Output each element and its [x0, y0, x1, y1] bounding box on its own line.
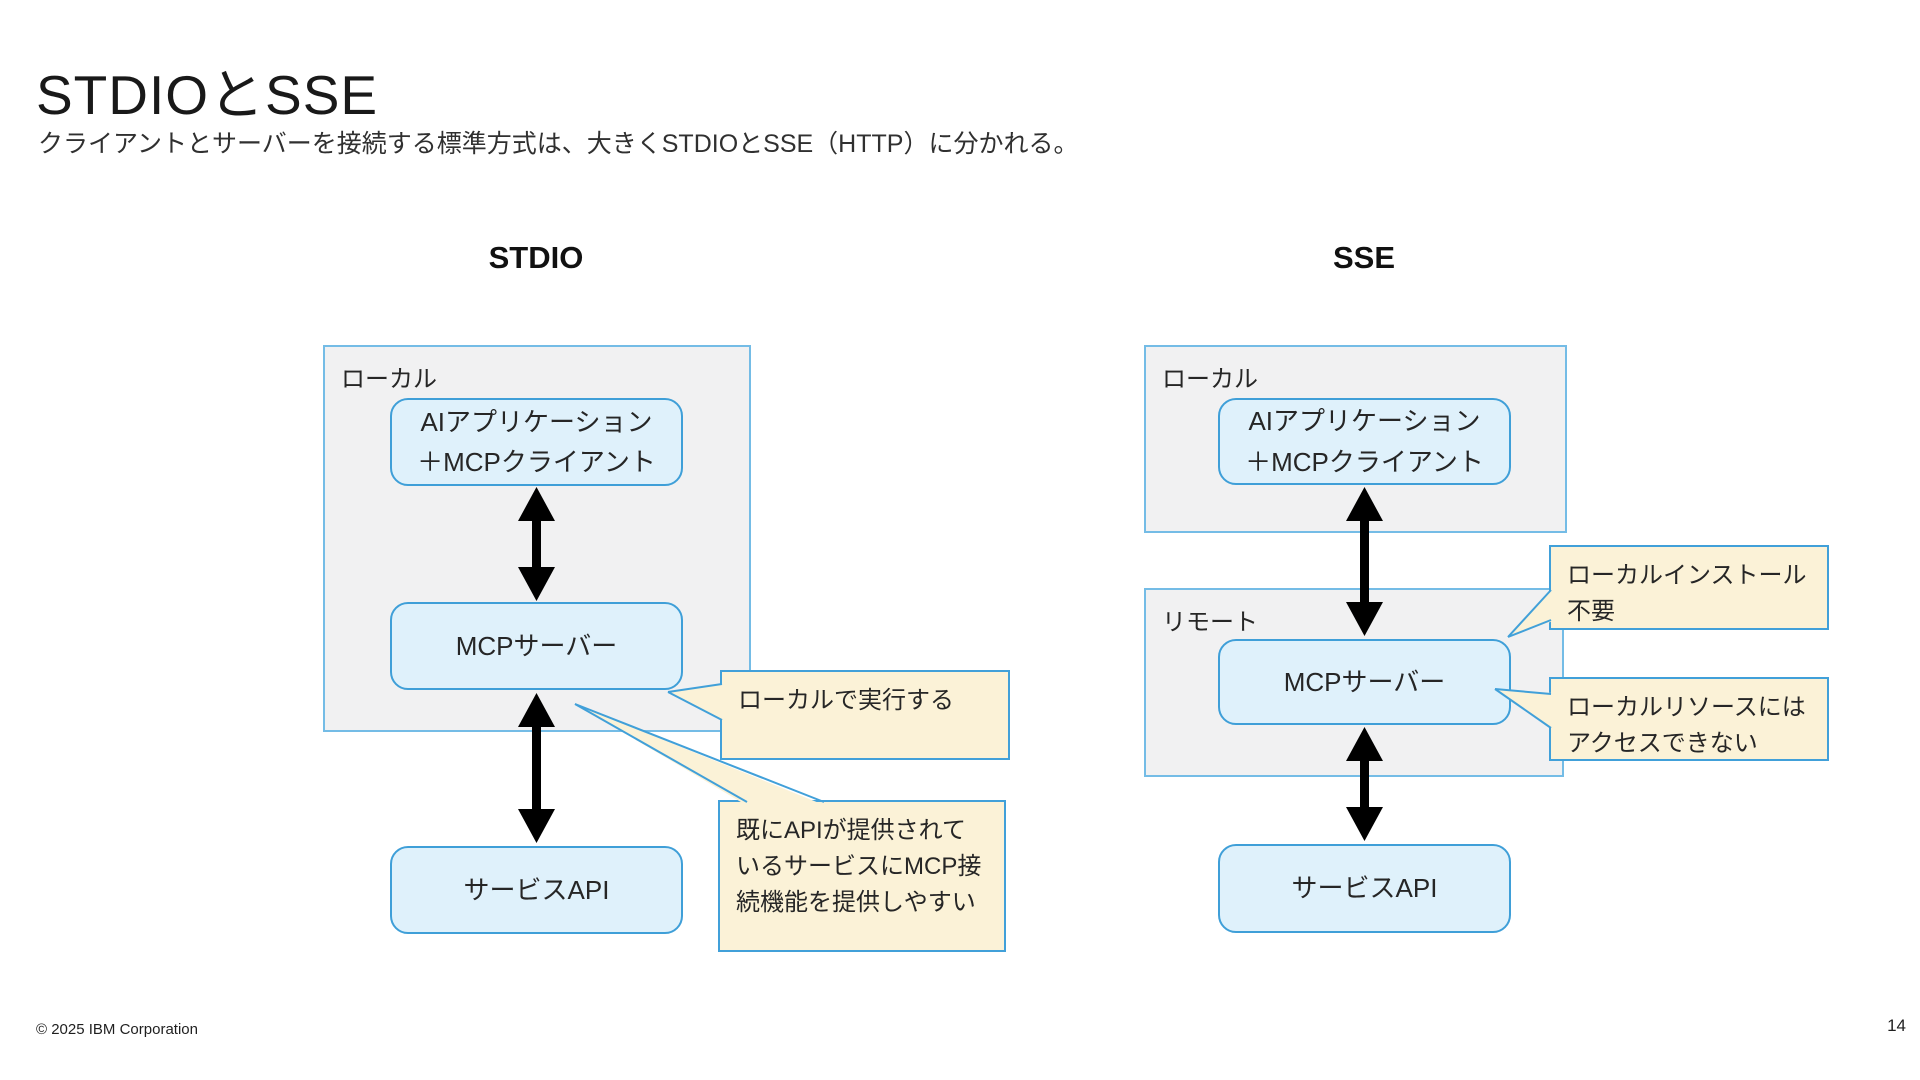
sse-ai-app-line1: AIアプリケーション — [1248, 406, 1481, 437]
sse-mcp-server-node: MCPサーバー — [1218, 639, 1511, 725]
callout-existing-api-line3: 続機能を提供しやすい — [736, 889, 976, 916]
sse-mcp-server-label: MCPサーバー — [1283, 666, 1446, 697]
stdio-local-group-label: ローカル — [341, 366, 437, 393]
sse-ai-app-node: AIアプリケーション ＋MCPクライアント — [1218, 398, 1511, 485]
stdio-ai-app-node: AIアプリケーション ＋MCPクライアント — [390, 398, 683, 486]
callout-run-local: ローカルで実行する — [720, 670, 1010, 760]
stdio-ai-app-line1: AIアプリケーション — [420, 406, 653, 437]
callout-no-install-line2: 不要 — [1567, 598, 1615, 625]
page-title: STDIOとSSE — [36, 64, 379, 126]
callout-existing-api: 既にAPIが提供されて いるサービスにMCP接 続機能を提供しやすい — [718, 800, 1006, 952]
callout-existing-api-line1: 既にAPIが提供されて — [736, 817, 966, 844]
callout-no-local-resource: ローカルリソースには アクセスできない — [1549, 677, 1829, 761]
page-number: 14 — [1887, 1016, 1906, 1035]
sse-service-api-node: サービスAPI — [1218, 844, 1511, 933]
stdio-mcp-server-node: MCPサーバー — [390, 602, 683, 690]
sse-service-api-label: サービスAPI — [1291, 873, 1438, 904]
callout-existing-api-line2: いるサービスにMCP接 — [736, 853, 982, 880]
callout-no-local-resource-line1: ローカルリソースには — [1567, 694, 1806, 721]
callout-run-local-text: ローカルで実行する — [738, 687, 954, 714]
sse-remote-group-label: リモート — [1162, 609, 1258, 636]
stdio-service-api-label: サービスAPI — [463, 874, 610, 905]
callout-no-local-resource-line2: アクセスできない — [1567, 730, 1758, 757]
sse-local-group-label: ローカル — [1162, 366, 1258, 393]
stdio-ai-app-line2: ＋MCPクライアント — [417, 447, 656, 477]
callout-no-install: ローカルインストール 不要 — [1549, 545, 1829, 630]
page-subtitle: クライアントとサーバーを接続する標準方式は、大きくSTDIOとSSE（HTTP）… — [38, 130, 1079, 158]
sse-column-heading: SSE — [1332, 240, 1396, 275]
sse-ai-app-line2: ＋MCPクライアント — [1245, 446, 1484, 477]
copyright-footer: © 2025 IBM Corporation — [36, 1021, 198, 1038]
stdio-mcp-server-label: MCPサーバー — [455, 630, 618, 661]
callout-no-install-line1: ローカルインストール — [1567, 562, 1807, 589]
stdio-service-api-node: サービスAPI — [390, 846, 683, 934]
stdio-column-heading: STDIO — [488, 240, 584, 275]
